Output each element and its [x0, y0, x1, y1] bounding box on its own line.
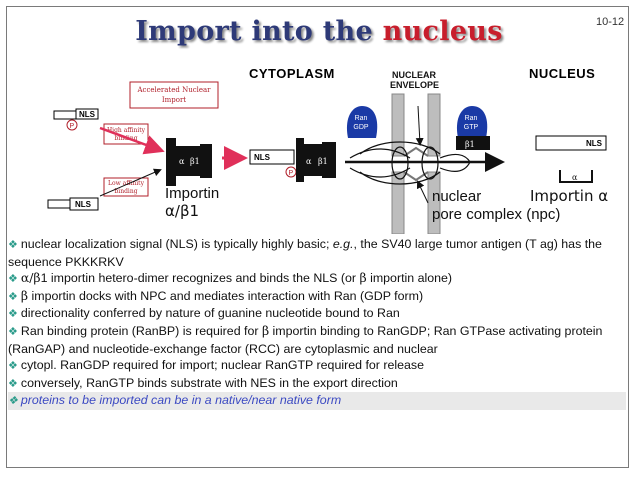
bullet-5-text-2: importin binding to RanGDP; Ran GTPase a… — [8, 323, 603, 356]
low-affinity-arrow — [99, 168, 162, 197]
bullet-8: ❖proteins to be imported can be in a nat… — [8, 392, 626, 410]
ran-gdp-label-2: GDP — [353, 124, 369, 131]
bullet-marker-icon: ❖ — [8, 377, 18, 390]
alpha-label-docked: α — [306, 157, 312, 166]
bullet-2-text-2: importin alone) — [366, 271, 453, 286]
bullet-marker-icon: ❖ — [8, 325, 18, 338]
nls-label-docked: NLS — [254, 153, 271, 162]
importin-beta-left — [200, 144, 212, 178]
bullet-marker-icon: ❖ — [8, 273, 18, 286]
importin-beta-released — [456, 136, 490, 150]
nls-box-docked — [249, 149, 295, 165]
nucleus-label: NUCLEUS — [529, 66, 595, 81]
alpha-label-left: α — [179, 157, 185, 166]
title-accent: nucleus — [382, 16, 503, 47]
phosphate-p-upper: P — [70, 123, 75, 130]
beta-label-docked: β1 — [318, 157, 328, 166]
accelerated-text-1: Accelerated Nuclear — [136, 86, 211, 94]
ran-gdp-blob — [346, 106, 378, 138]
npc-label-1: nuclear — [432, 188, 481, 205]
bullet-1-text-2: , the SV40 large tumor antigen (T ag) ha… — [8, 237, 602, 269]
importin-alpha-docked — [304, 144, 322, 176]
title-text: Import into the — [135, 16, 383, 47]
high-affinity-arrow — [99, 126, 165, 155]
importin-alpha-left-bar — [166, 138, 176, 186]
nls-label-nucleus: NLS — [586, 139, 603, 148]
bullet-2-greek-2: β — [359, 270, 367, 286]
bullet-marker-icon: ❖ — [8, 308, 18, 321]
bullet-7: ❖conversely, RanGTP binds substrate with… — [8, 375, 626, 393]
envelope-pointer — [415, 105, 424, 146]
importin-alpha-released — [559, 170, 593, 183]
low-affinity-text-1: Low affinity — [108, 180, 145, 187]
importin-beta-docked — [322, 142, 336, 178]
bullet-6-text: cytopl. RanGDP required for import; nucl… — [20, 358, 424, 373]
bullet-1-text: nuclear localization signal (NLS) is typ… — [20, 237, 333, 251]
slide-frame — [6, 6, 629, 468]
slide-number: 10-12 — [596, 16, 625, 28]
cytoplasm-label: CYTOPLASM — [249, 66, 335, 81]
phosphate-circle-upper — [66, 119, 78, 131]
protein-body-upper — [53, 110, 77, 120]
importin-alpha-label: Importin α — [530, 187, 608, 205]
nuclear-import-diagram: CYTOPLASM NUCLEAR ENVELOPE NUCLEUS Accel… — [47, 66, 608, 234]
npc-label-2: pore complex (npc) — [432, 206, 560, 223]
envelope-outer-top — [391, 93, 405, 157]
bullet-8-text: proteins to be imported can be in a nati… — [20, 393, 342, 408]
bullet-2-greek: α/β — [20, 270, 41, 286]
high-affinity-box — [103, 123, 149, 145]
bullet-5: ❖Ran binding protein (RanBP) is required… — [8, 323, 626, 357]
bullet-1-eg: e.g. — [332, 237, 354, 251]
high-affinity-text-1: High affinity — [107, 127, 146, 134]
bullet-5-text: Ran binding protein (RanBP) is required … — [20, 323, 262, 338]
bullet-3: ❖β importin docks with NPC and mediates … — [8, 288, 626, 306]
nuclear-envelope-label-1: NUCLEAR — [392, 70, 436, 80]
low-affinity-box — [103, 177, 149, 197]
bullet-2: ❖α/β1 importin hetero-dimer recognizes a… — [8, 270, 626, 288]
bullet-marker-icon: ❖ — [8, 239, 18, 251]
bullet-3-text: importin docks with NPC and mediates int… — [28, 288, 424, 303]
slide-title: Import into the nucleus — [0, 16, 638, 47]
bullet-marker-icon: ❖ — [8, 395, 18, 408]
ran-gtp-label-1: Ran — [465, 115, 478, 122]
bullet-marker-icon: ❖ — [8, 290, 18, 303]
bullet-3-greek: β — [20, 287, 29, 303]
accelerated-text-2: Import — [162, 96, 186, 104]
phosphate-p-docked: P — [289, 170, 294, 177]
nuclear-envelope-label-2: ENVELOPE — [390, 80, 439, 90]
importin-alpha-docked-bar — [296, 138, 304, 182]
bullet-6: ❖cytopl. RanGDP required for import; nuc… — [8, 357, 626, 375]
ran-gtp-blob — [456, 106, 488, 138]
nls-box-nucleus — [535, 135, 607, 151]
envelope-inner-top — [427, 93, 441, 157]
nls-label-lower: NLS — [75, 200, 92, 209]
bullet-1: ❖nuclear localization signal (NLS) is ty… — [8, 236, 626, 270]
bullet-2-text: 1 importin hetero-dimer recognizes and b… — [40, 271, 360, 286]
bullet-5-greek: β — [261, 322, 270, 338]
bullet-marker-icon: ❖ — [8, 360, 18, 373]
importin-label-1: Importin — [165, 185, 219, 202]
bullet-list: ❖nuclear localization signal (NLS) is ty… — [8, 236, 626, 410]
alpha-label-released: α — [572, 173, 578, 182]
bullet-4: ❖directionality conferred by nature of g… — [8, 305, 626, 323]
bullet-7-text: conversely, RanGTP binds substrate with … — [20, 375, 398, 390]
protein-body-lower — [47, 199, 71, 209]
envelope-outer-bottom — [391, 171, 405, 234]
accelerated-import-box — [129, 81, 219, 109]
bullet-4-text: directionality conferred by nature of gu… — [20, 306, 400, 321]
ran-gtp-label-2: GTP — [464, 124, 479, 131]
low-affinity-text-2: binding — [114, 188, 137, 195]
npc-pointer — [416, 180, 429, 204]
beta-label-left: β1 — [190, 157, 200, 166]
importin-alpha-left — [176, 146, 200, 176]
importin-label-2: α/β1 — [165, 202, 199, 220]
ran-gdp-label-1: Ran — [355, 115, 368, 122]
beta-label-released: β1 — [465, 140, 475, 149]
nls-label-upper: NLS — [79, 110, 96, 119]
